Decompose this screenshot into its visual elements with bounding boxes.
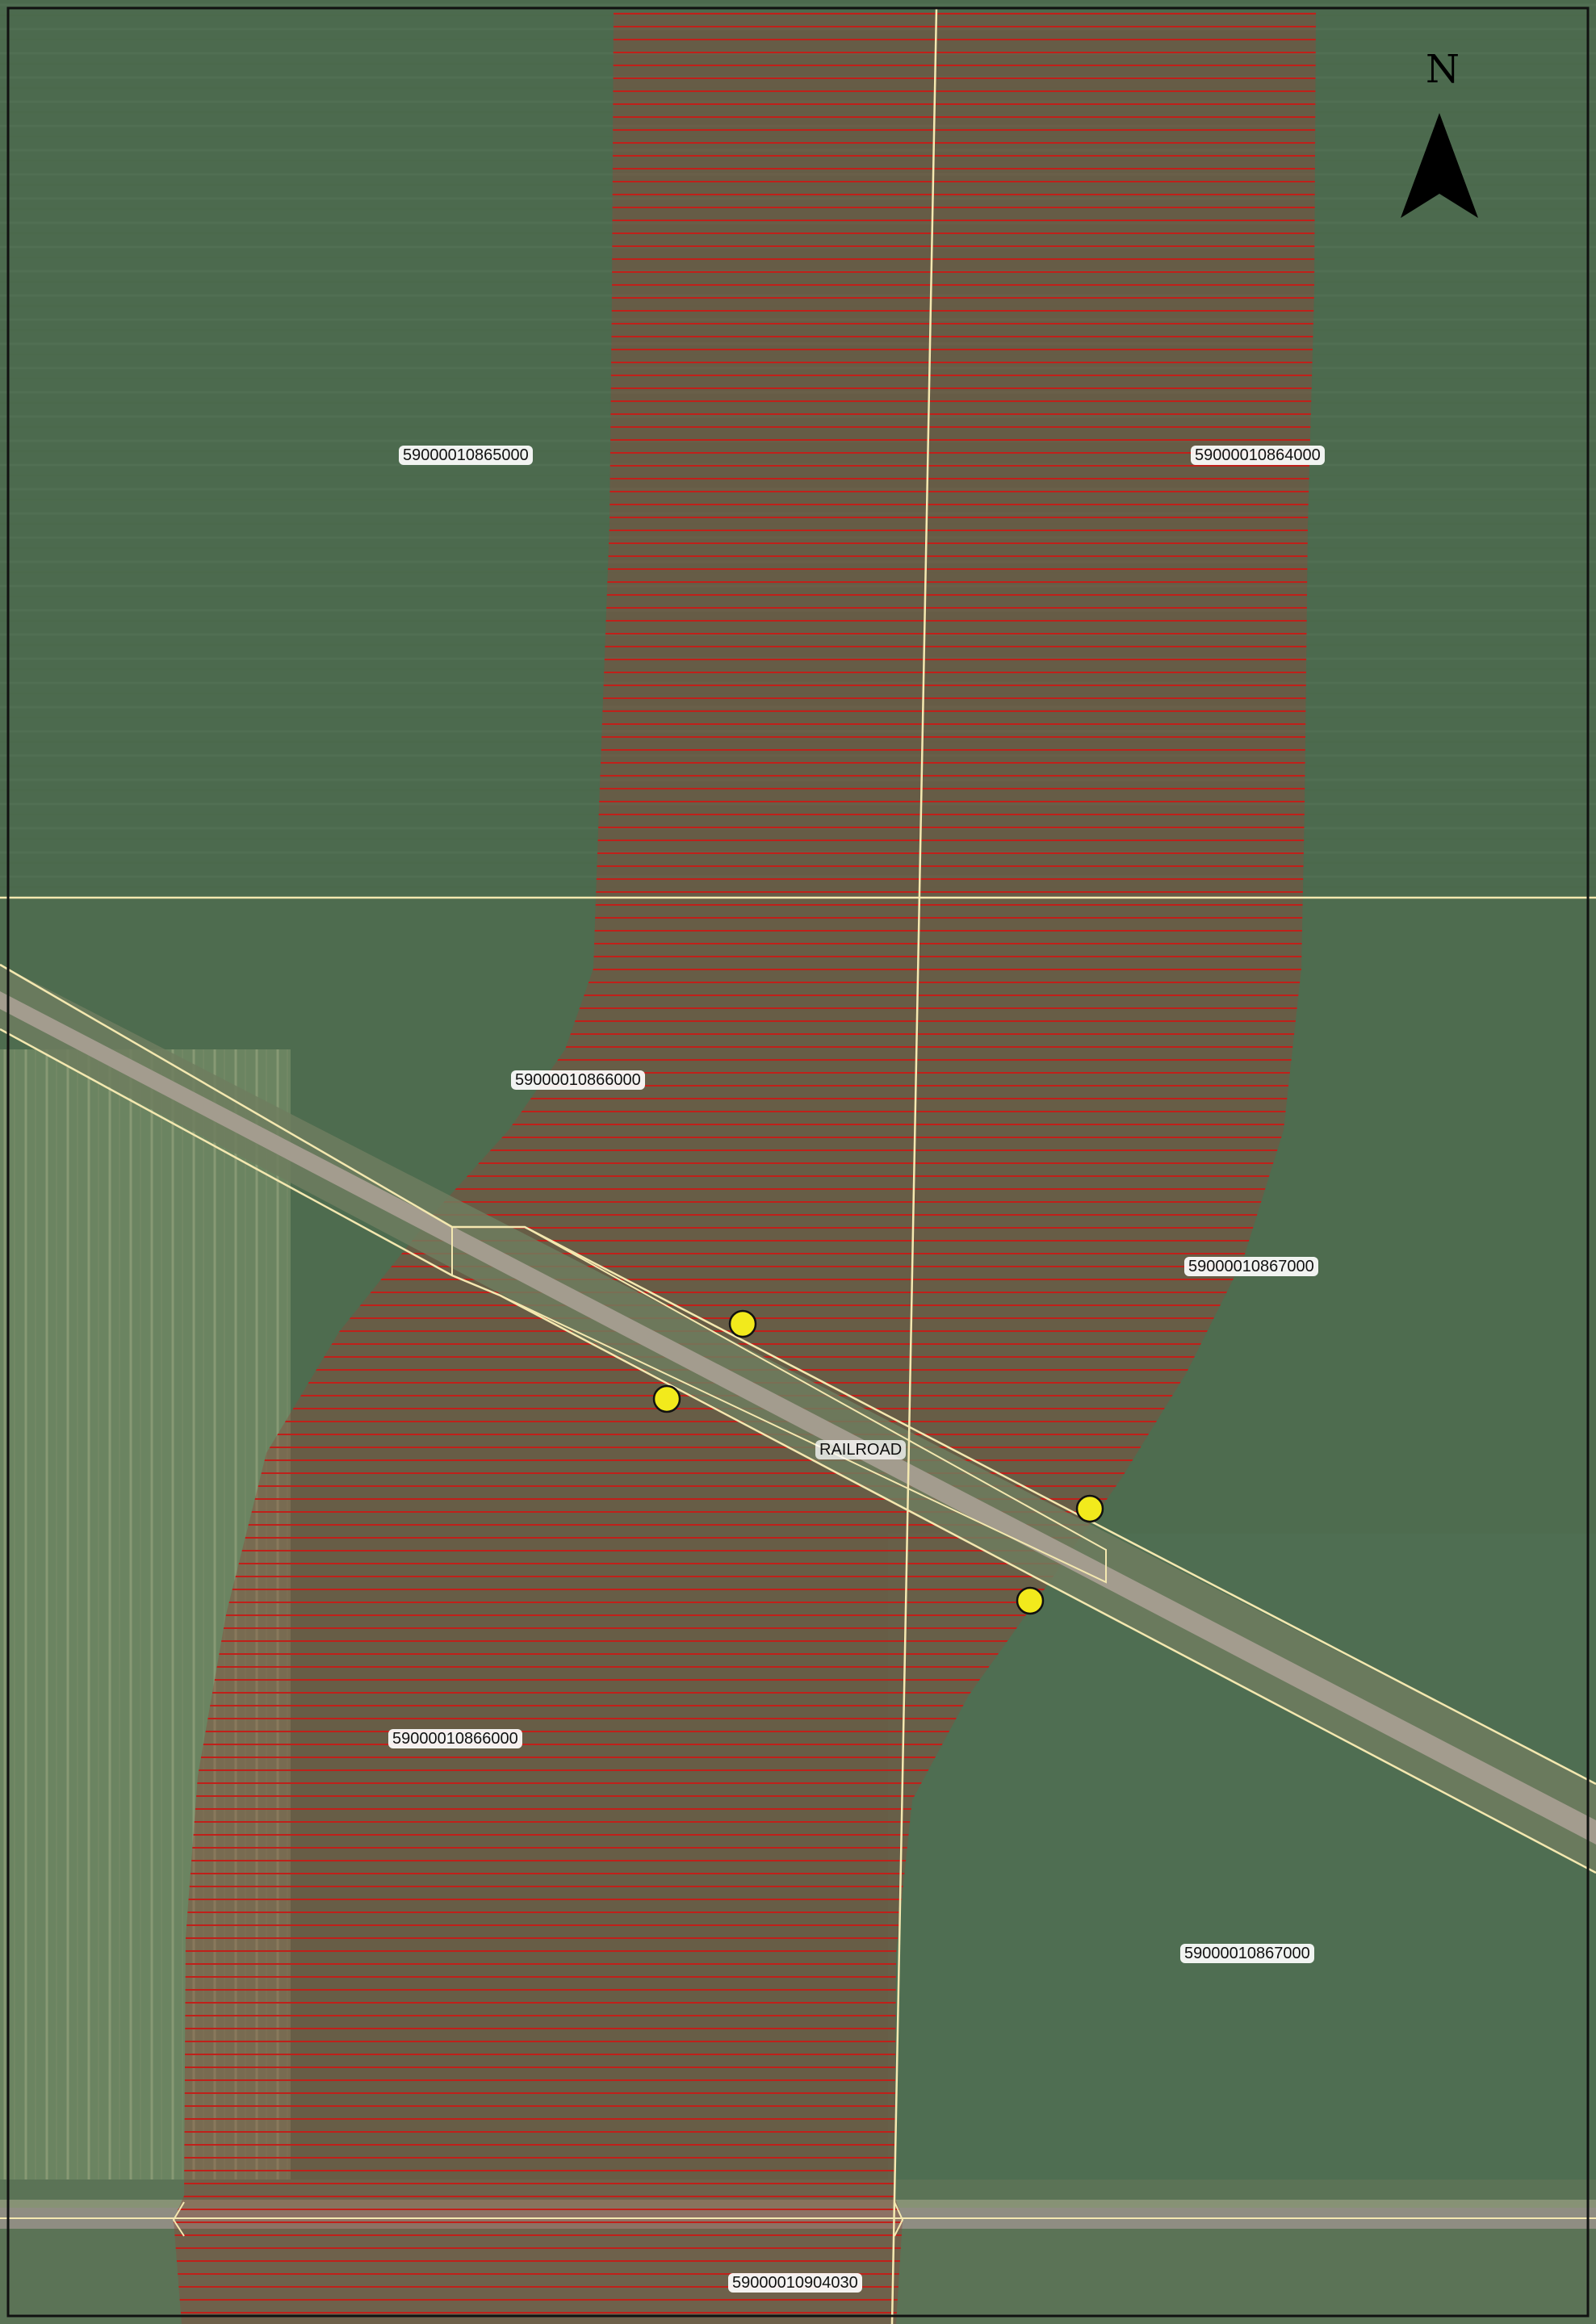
point-marker[interactable] [728, 1309, 757, 1338]
marker-layer [652, 1309, 1104, 1615]
parcel-line-road-corridor-east [894, 2201, 904, 2237]
point-marker[interactable] [1016, 1586, 1045, 1615]
parcel-line-vertical [890, 7, 938, 2324]
parcel-line-road-corridor [172, 2201, 185, 2237]
railroad-crossing-outline [451, 1226, 1107, 1584]
railroad-label[interactable]: RAILROAD [815, 1440, 907, 1459]
point-marker[interactable] [1075, 1494, 1104, 1523]
point-marker[interactable] [652, 1384, 681, 1413]
parcel-label[interactable]: 59000010904030 [728, 2273, 862, 2293]
parcel-label[interactable]: 59000010866000 [388, 1729, 522, 1748]
railroad-bed [0, 991, 1596, 1845]
parcel-label[interactable]: 59000010865000 [399, 446, 533, 465]
north-arrow-icon [1401, 113, 1478, 218]
parcel-label[interactable]: 59000010867000 [1180, 1944, 1314, 1963]
parcel-label[interactable]: 59000010866000 [511, 1070, 645, 1090]
parcel-label[interactable]: 59000010867000 [1184, 1257, 1318, 1276]
map-frame [6, 6, 1590, 2318]
parcel-label[interactable]: 59000010864000 [1191, 446, 1325, 465]
north-arrow-letter: N [1426, 47, 1460, 92]
